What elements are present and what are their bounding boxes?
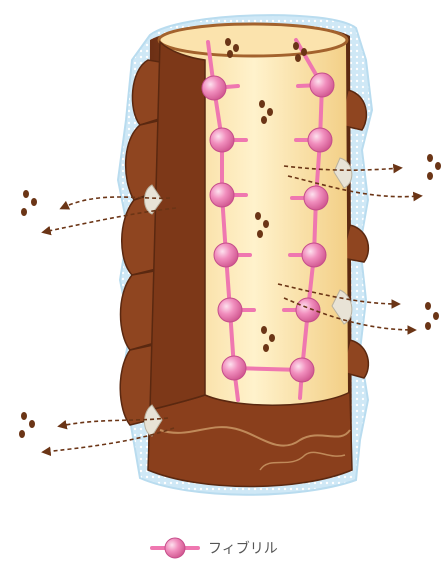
fibril-node <box>302 243 326 267</box>
fibril-node <box>290 358 314 382</box>
fibril-node <box>210 128 234 152</box>
fibril-node <box>222 356 246 380</box>
bark-front-lower <box>148 392 352 487</box>
fibril-node <box>308 128 332 152</box>
legend-label-fibril: フィブリル <box>208 538 278 558</box>
fibril-icon <box>150 535 200 561</box>
fibril-node <box>304 186 328 210</box>
legend: フィブリル <box>150 535 278 561</box>
fibril-node <box>296 298 320 322</box>
fiber-top-opening <box>159 24 347 56</box>
fibril-node <box>214 243 238 267</box>
fibril-node <box>202 76 226 100</box>
fibril-node <box>218 298 242 322</box>
fibril-node <box>310 73 334 97</box>
bark-front-left <box>150 42 205 410</box>
fibril-node <box>210 183 234 207</box>
